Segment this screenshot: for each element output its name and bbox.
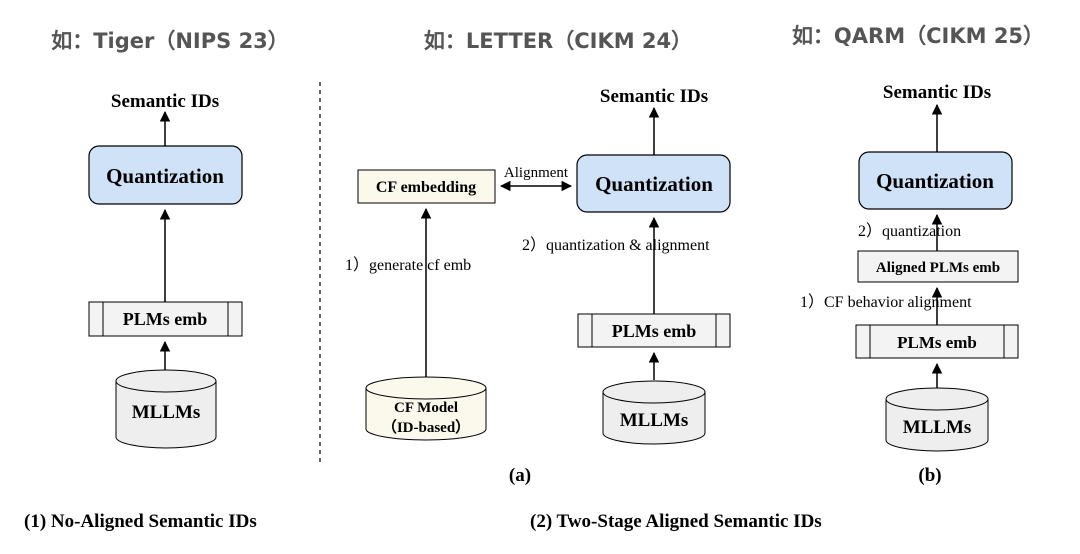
plms-emb-label: PLMs emb <box>897 333 977 352</box>
header-tiger: 如：Tiger（NIPS 23） <box>51 29 289 53</box>
quantization-box <box>858 151 1013 210</box>
quantization-label: Quantization <box>876 169 994 193</box>
step1-label: 1）generate cf emb <box>345 256 471 274</box>
mllms-cylinder <box>885 387 989 452</box>
plms-emb-box <box>88 301 243 337</box>
quantization-label: Quantization <box>595 172 713 196</box>
quantization-box <box>576 154 731 213</box>
output-label: Semantic IDs <box>600 86 708 107</box>
panel-qarm: Semantic IDs Quantization 2）quantization… <box>800 82 1019 486</box>
cf-model-cylinder <box>365 376 487 441</box>
mllms-cylinder <box>602 380 706 445</box>
quantization-box <box>88 145 243 205</box>
cf-model-label: CF Model <box>394 400 458 416</box>
mllms-label: MLLMs <box>903 417 972 438</box>
caption-two-stage: (2) Two-Stage Aligned Semantic IDs <box>530 511 822 532</box>
aligned-plms-emb-label: Aligned PLMs emb <box>876 260 1000 276</box>
output-label: Semantic IDs <box>883 82 991 103</box>
subfigure-label-b: (b) <box>918 465 941 486</box>
plms-emb-label: PLMs emb <box>123 309 208 329</box>
step2-label: 2）quantization & alignment <box>522 236 710 254</box>
cf-model-sublabel: （ID-based） <box>382 418 470 436</box>
plms-emb-label: PLMs emb <box>612 321 697 341</box>
plms-emb-box <box>855 324 1019 359</box>
cf-embedding-box <box>357 169 496 204</box>
mllms-label: MLLMs <box>132 402 201 423</box>
aligned-plms-emb-box <box>857 250 1019 283</box>
header-qarm: 如：QARM（CIKM 25） <box>792 24 1044 48</box>
header-letter: 如：LETTER（CIKM 24） <box>424 29 692 53</box>
quantization-label: Quantization <box>106 164 224 188</box>
step2-label: 2）quantization <box>858 222 961 240</box>
cf-embedding-label: CF embedding <box>376 179 476 196</box>
alignment-label: Alignment <box>504 165 569 181</box>
plms-emb-box <box>577 313 731 348</box>
subfigure-label-a: (a) <box>509 465 531 486</box>
panel-no-aligned: Semantic IDs Quantization PLMs emb MLLMs <box>88 91 243 449</box>
mllms-cylinder <box>115 369 217 449</box>
panel-letter: Semantic IDs Quantization CF embedding A… <box>345 86 731 486</box>
step1-label: 1）CF behavior alignment <box>800 293 972 311</box>
output-label: Semantic IDs <box>111 91 219 112</box>
caption-no-aligned: (1) No-Aligned Semantic IDs <box>24 511 257 532</box>
mllms-label: MLLMs <box>620 410 689 431</box>
